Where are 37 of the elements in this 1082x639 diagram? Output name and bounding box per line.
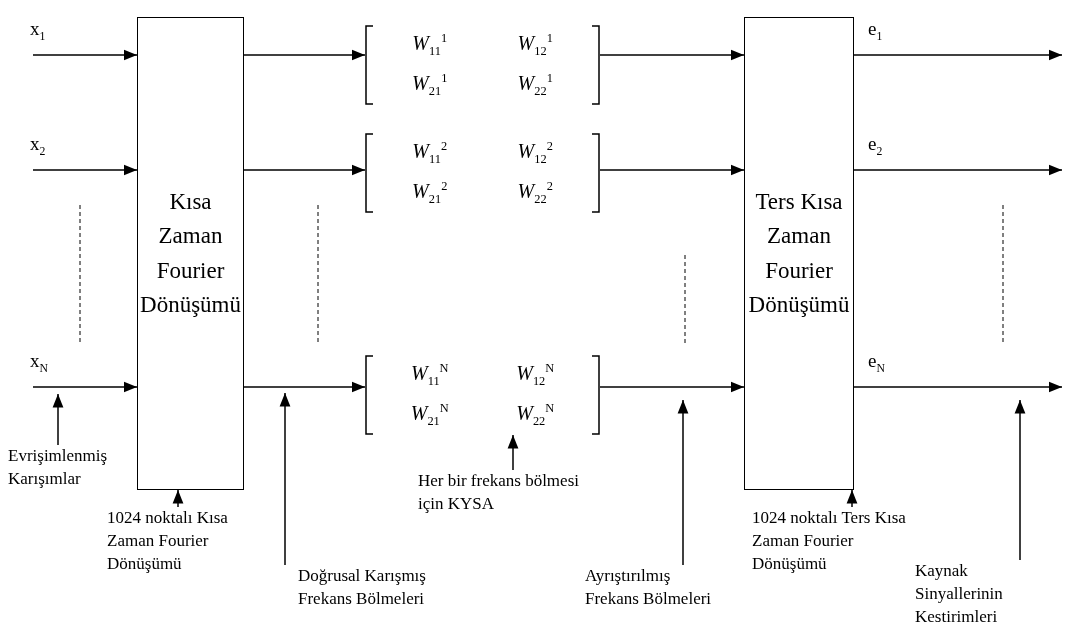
leader-arrow — [1014, 399, 1026, 561]
annotation-text: Doğrusal Karışmış Frekans Bölmeleri — [298, 565, 458, 613]
edge-label: x$_{2}$ — [30, 133, 46, 159]
weight-matrix — [365, 133, 600, 213]
leader-arrow — [172, 489, 184, 508]
arrow — [243, 381, 366, 393]
annotation-text: 1024 noktalı Ters Kısa Zaman Fourier Dönüşümü — [752, 507, 912, 579]
weight-matrix — [365, 355, 600, 435]
arrow — [32, 381, 138, 393]
leader-arrow — [52, 393, 64, 446]
arrow — [32, 164, 138, 176]
leader-arrow — [279, 392, 291, 566]
annotation-text: Kaynak Sinyallerinin Kestirimleri — [915, 560, 1030, 632]
leader-arrow — [507, 434, 519, 471]
edge-label: x$_{N}$ — [30, 350, 48, 376]
leader-arrow — [846, 489, 858, 508]
arrow — [599, 49, 745, 61]
arrow — [243, 164, 366, 176]
process-box: Kısa Zaman Fourier Dönüşümü — [137, 17, 244, 490]
edge-label: x$_{1}$ — [30, 18, 46, 44]
process-box: Ters Kısa Zaman Fourier Dönüşümü — [744, 17, 854, 490]
leader-arrow — [677, 399, 689, 566]
weight-matrix — [365, 25, 600, 105]
arrow — [599, 381, 745, 393]
edge-label: e$_{1}$ — [868, 18, 883, 44]
annotation-text: 1024 noktalı Kısa Zaman Fourier Dönüşümü — [107, 507, 257, 579]
annotation-text: Evrişimlenmiş Karışımlar — [8, 445, 138, 493]
arrow — [599, 164, 745, 176]
arrow — [853, 164, 1063, 176]
arrow — [853, 49, 1063, 61]
annotation-text: Ayrıştırılmış Frekans Bölmeleri — [585, 565, 725, 613]
edge-label: e$_{N}$ — [868, 350, 885, 376]
arrow — [853, 381, 1063, 393]
edge-label: e$_{2}$ — [868, 133, 883, 159]
annotation-text: Her bir frekans bölmesi için KYSA — [418, 470, 598, 518]
arrow — [243, 49, 366, 61]
arrow — [32, 49, 138, 61]
